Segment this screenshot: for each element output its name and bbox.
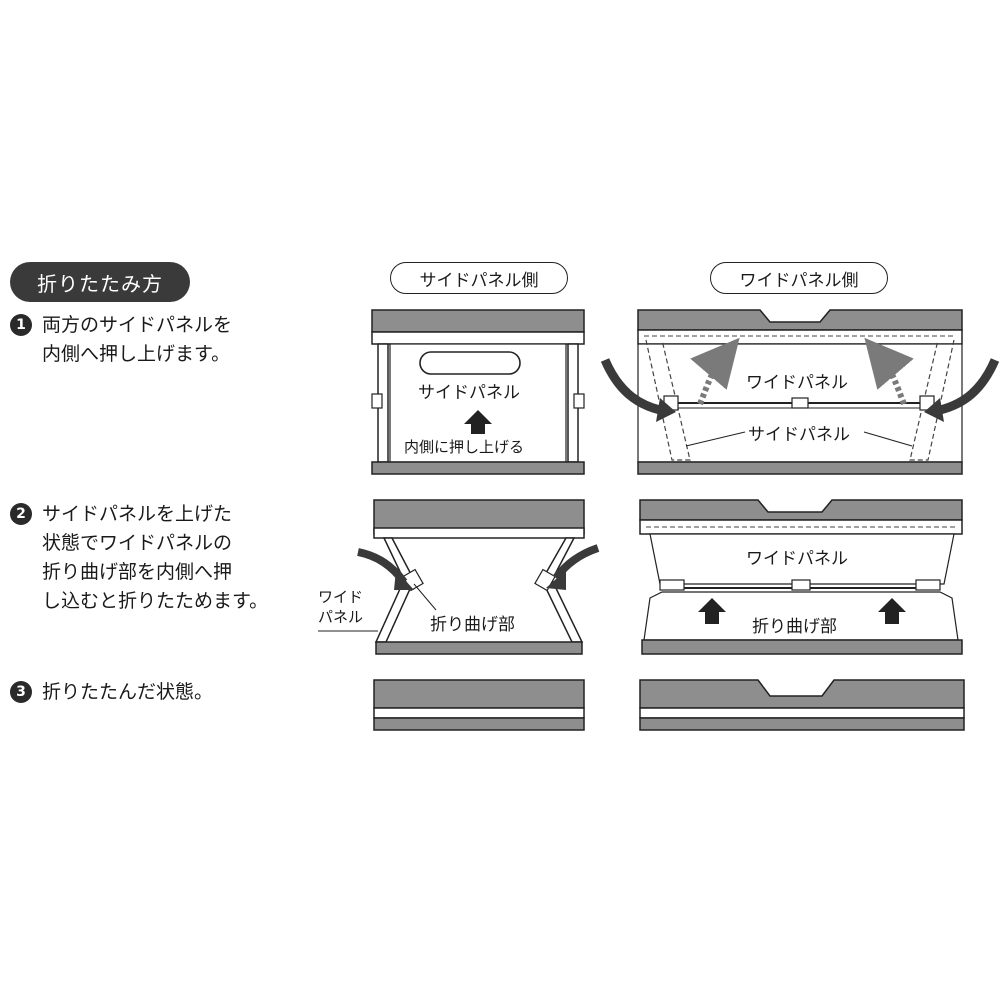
label-wide-panel-3: ワイドパネル <box>746 549 848 569</box>
handle-hole <box>419 351 521 375</box>
box-wide-view-1 <box>600 309 1000 475</box>
label-side-panel: サイドパネル <box>418 383 520 403</box>
label-wide-panel: ワイドパネル <box>746 373 848 393</box>
up-arrow-icon <box>878 598 906 624</box>
step-3: 3 折りたたんだ状態。 <box>10 678 330 708</box>
curved-arrow-icon <box>600 358 662 415</box>
column-label-side-panel: サイドパネル側 <box>390 262 568 294</box>
label-side-panel-2: サイドパネル <box>748 425 850 445</box>
box-folded-side <box>373 679 585 731</box>
label-fold-part-2: 折り曲げ部 <box>752 617 837 637</box>
box-folded-wide <box>639 679 965 731</box>
dotted-arrow-icon <box>690 337 740 406</box>
box-side-view-2 <box>318 499 600 655</box>
step-text: サイドパネルを上げた 状態でワイドパネルの 折り曲げ部を内側へ押 し込むと折りた… <box>42 503 269 612</box>
step-number-badge: 1 <box>10 314 32 336</box>
label-fold-part: 折り曲げ部 <box>430 615 515 635</box>
box-side-view-1 <box>371 309 585 475</box>
up-arrow-icon <box>698 598 726 624</box>
step-2: 2 サイドパネルを上げた 状態でワイドパネルの 折り曲げ部を内側へ押 し込むと折… <box>10 500 310 620</box>
step-number-badge: 2 <box>10 503 32 525</box>
label-wide-line1: ワイド <box>318 588 364 606</box>
label-push-inward: 内側に押し上げる <box>404 438 525 456</box>
label-wide-line2: パネル <box>318 608 364 626</box>
box-wide-view-2 <box>639 499 963 655</box>
curved-arrow-icon <box>938 358 1000 415</box>
step-number-badge: 3 <box>10 681 32 703</box>
section-heading: 折りたたみ方 <box>10 262 190 302</box>
step-text: 折りたたんだ状態。 <box>42 681 214 703</box>
step-text: 両方のサイドパネルを 内側へ押し上げます。 <box>42 314 233 365</box>
curved-arrow-icon <box>552 544 600 581</box>
dotted-arrow-icon <box>864 337 914 406</box>
up-arrow-icon <box>464 410 492 434</box>
column-label-wide-panel: ワイドパネル側 <box>710 262 888 294</box>
step-1: 1 両方のサイドパネルを 内側へ押し上げます。 <box>10 311 330 371</box>
